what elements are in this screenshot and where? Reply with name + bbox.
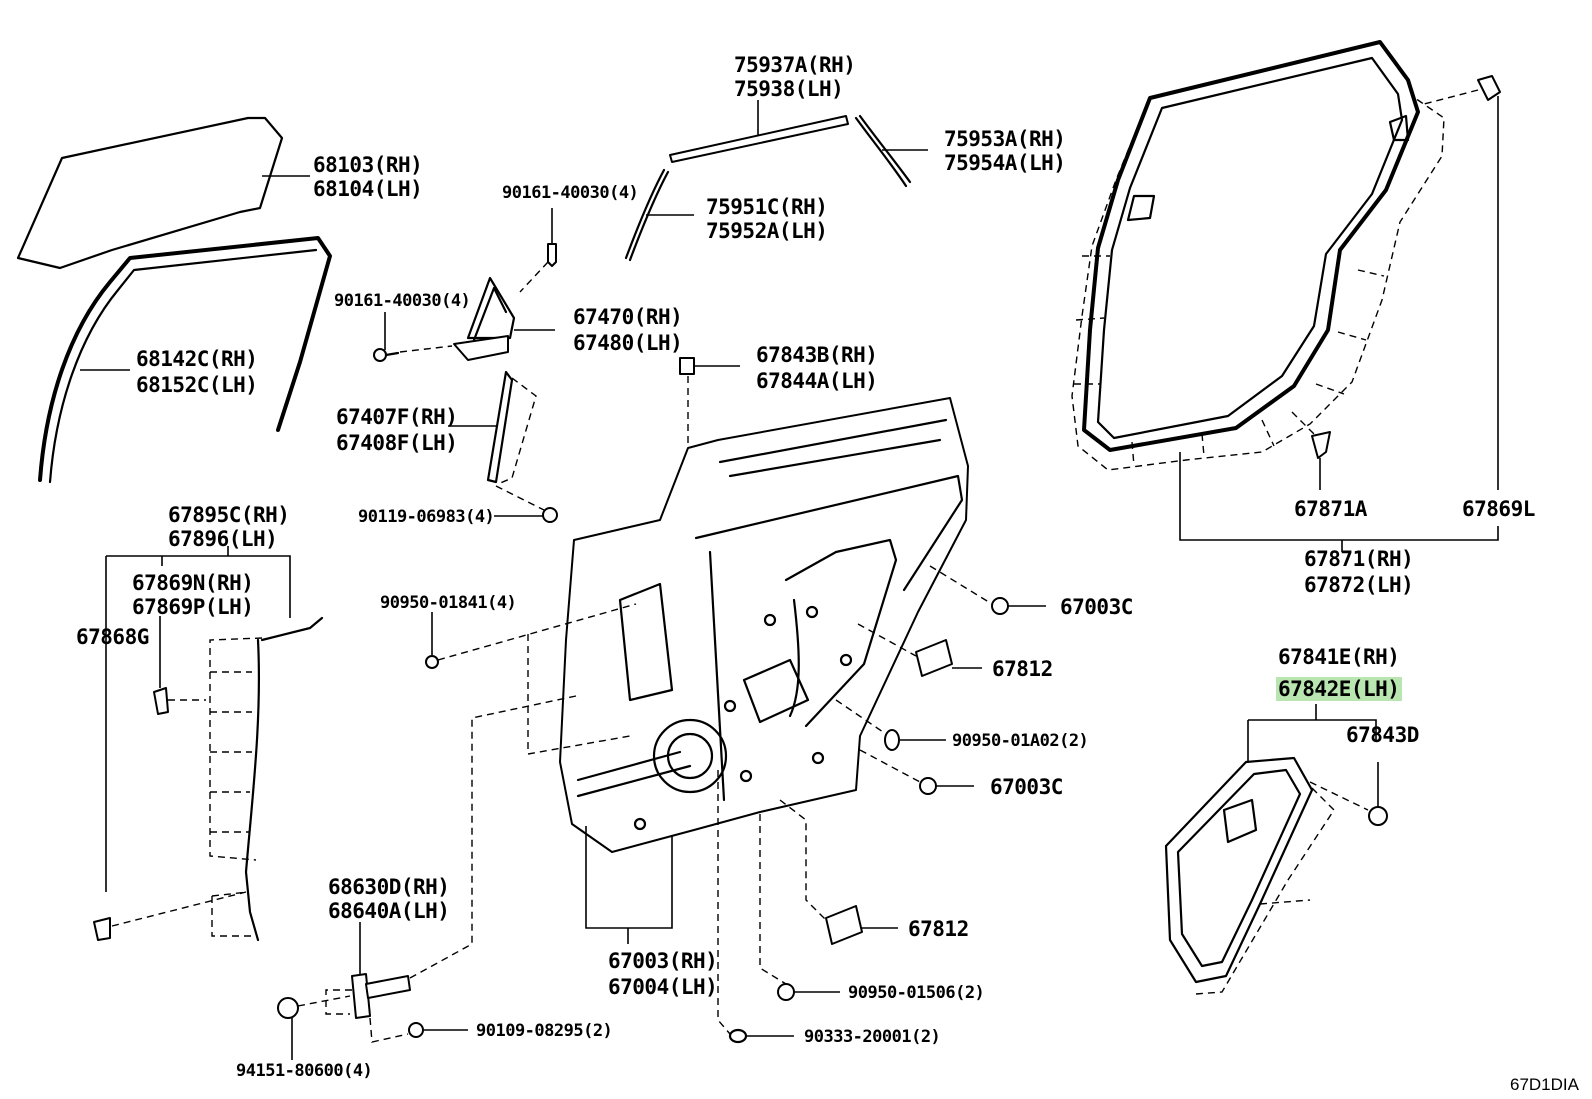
svg-text:67896(LH): 67896(LH) [168,527,277,551]
bolt-upper-b-part [373,348,400,362]
svg-text:75951C(RH): 75951C(RH) [706,195,827,219]
outer-weatherstrip-part [1082,40,1420,452]
label-plug-67003c-a: 67003C [1060,595,1133,619]
svg-text:68152C(LH): 68152C(LH) [136,373,257,397]
svg-text:75952A(LH): 75952A(LH) [706,219,827,243]
plug-a-part [425,655,439,669]
svg-text:67842E(LH): 67842E(LH) [1278,677,1399,701]
door-panel-part [559,397,969,853]
bolt-upper-a-part [547,243,557,267]
door-glass-part [16,116,284,270]
svg-text:67869N(RH): 67869N(RH) [132,571,253,595]
label-check-assy: 68630D(RH) 68640A(LH) [328,875,450,923]
label-plug-c: 90333-20001(2) [804,1027,940,1047]
outer-weatherstrip-clip-a-part [1311,431,1331,459]
label-outer-clip-b: 67869L [1462,497,1535,521]
label-run-channel: 68142C(RH) 68152C(LH) [136,347,258,397]
diagram-code: 67D1DIA [1510,1075,1580,1094]
clip-lower-left-part [93,917,111,941]
label-bolt-upper-b: 90161-40030(4) [334,291,470,311]
molding-rear-part [854,114,912,188]
seal-67812-a-part [915,639,953,677]
svg-text:67844A(LH): 67844A(LH) [756,369,877,393]
svg-text:67408F(LH): 67408F(LH) [336,431,457,455]
svg-text:67895C(RH): 67895C(RH) [168,503,289,527]
svg-text:67871(RH): 67871(RH) [1304,547,1413,571]
label-bolt-check: 90109-08295(2) [476,1021,612,1041]
svg-text:68103(RH): 68103(RH) [313,153,422,177]
svg-text:75937A(RH): 75937A(RH) [734,53,855,77]
svg-text:68104(LH): 68104(LH) [313,177,422,201]
label-plug-b: 90950-01506(2) [848,983,984,1003]
plug-c-part [728,1028,748,1044]
bolt-check-part [408,1022,424,1038]
label-molding-front: 75951C(RH) 75952A(LH) [706,195,828,243]
svg-text:67869P(LH): 67869P(LH) [132,595,253,619]
inner-weatherstrip-part [244,616,324,942]
cover-clip-part [1368,806,1388,826]
label-bolt-channel: 90119-06983(4) [358,507,494,527]
nut-bottom-part [277,997,299,1019]
outer-weatherstrip-clip-b-part [1477,75,1501,101]
highlight-marker [1276,677,1402,701]
label-plug-a: 90950-01841(4) [380,593,516,613]
svg-text:75954A(LH): 75954A(LH) [944,151,1065,175]
clip-upper-part [679,357,695,375]
label-clip-lower-left: 67868G [76,625,149,649]
label-door-panel: 67003(RH) 67004(LH) [608,949,718,999]
label-bolt-upper-a: 90161-40030(4) [502,183,638,203]
label-cover-clip: 67843D [1346,723,1419,747]
sash-frame-part [453,276,516,361]
molding-front-part [624,168,670,262]
label-nut-bottom: 94151-80600(4) [236,1061,372,1081]
glass-run-channel-part [38,236,332,484]
svg-text:67872(LH): 67872(LH) [1304,573,1413,597]
label-clip-upper: 67843B(RH) 67844A(LH) [756,343,878,393]
plug-b-part [777,983,795,1001]
svg-text:75938(LH): 75938(LH) [734,77,843,101]
svg-text:67004(LH): 67004(LH) [608,975,717,999]
molding-top-part [669,115,849,163]
label-service-hole-cover: 67841E(RH) 67842E(LH) [1276,645,1402,701]
svg-text:68640A(LH): 68640A(LH) [328,899,449,923]
hole-plug-part [884,729,900,751]
label-frame-sash: 67470(RH) 67480(LH) [573,305,683,355]
check-assy-part [351,973,411,1019]
bolt-channel-part [542,507,558,523]
plug-67003c-b-part [919,777,937,795]
svg-text:67841E(RH): 67841E(RH) [1278,645,1399,669]
svg-text:67843B(RH): 67843B(RH) [756,343,877,367]
svg-text:67003(RH): 67003(RH) [608,949,717,973]
label-channel-rear: 67407F(RH) 67408F(LH) [336,405,458,455]
svg-text:75953A(RH): 75953A(RH) [944,127,1065,151]
label-glass: 68103(RH) 68104(LH) [313,153,423,201]
label-molding-rear: 75953A(RH) 75954A(LH) [944,127,1066,175]
svg-text:67470(RH): 67470(RH) [573,305,682,329]
svg-text:67407F(RH): 67407F(RH) [336,405,457,429]
seal-67812-b-part [825,905,863,945]
label-weatherstrip-clip: 67869N(RH) 67869P(LH) [132,571,254,619]
label-seal-67812-a: 67812 [992,657,1053,681]
label-weatherstrip-outer: 67871(RH) 67872(LH) [1304,547,1414,597]
label-weatherstrip-inner: 67895C(RH) 67896(LH) [168,503,290,551]
svg-text:68142C(RH): 68142C(RH) [136,347,257,371]
service-hole-cover-part [1164,756,1314,984]
label-seal-67812-b: 67812 [908,917,969,941]
svg-text:68630D(RH): 68630D(RH) [328,875,449,899]
weatherstrip-clip-part [153,687,169,715]
rear-channel-part [486,370,514,484]
plug-67003c-a-part [991,597,1009,615]
label-outer-clip-a: 67871A [1294,497,1368,521]
label-hole-plug: 90950-01A02(2) [952,731,1088,751]
svg-text:67480(LH): 67480(LH) [573,331,682,355]
label-molding-top: 75937A(RH) 75938(LH) [734,53,856,101]
label-plug-67003c-b: 67003C [990,775,1063,799]
